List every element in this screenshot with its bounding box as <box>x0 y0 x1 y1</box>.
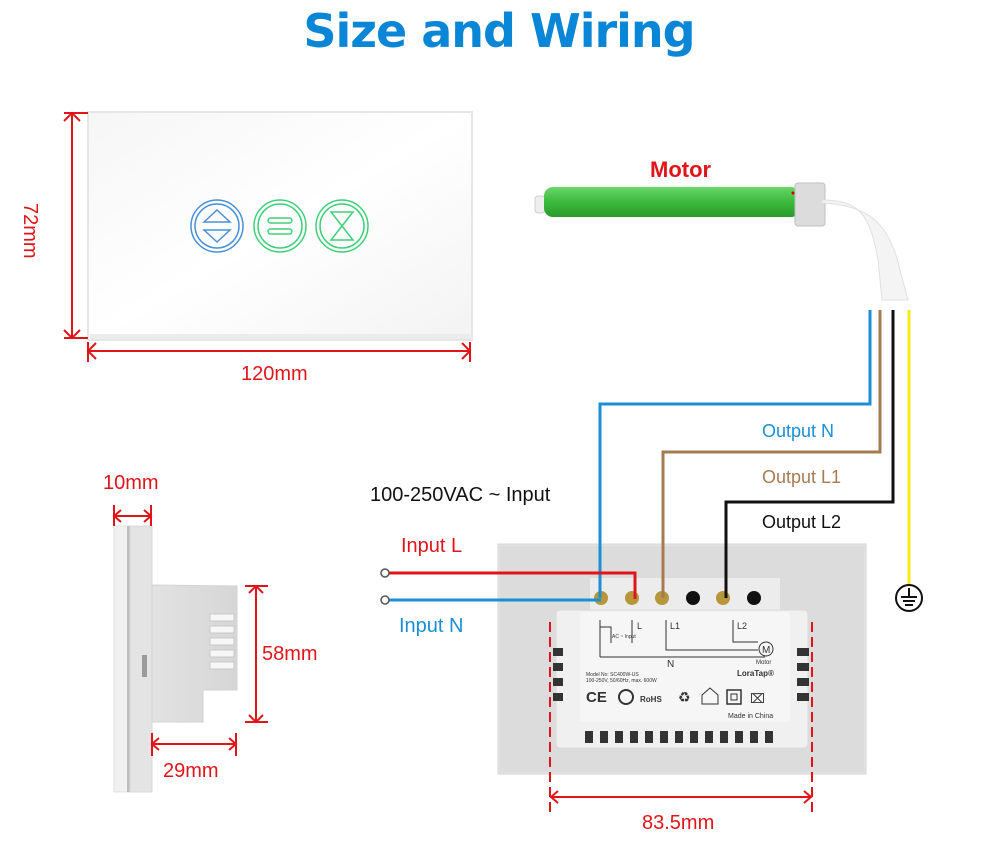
output-l2-label: Output L2 <box>762 512 842 532</box>
sticker-brand: LoraTap® <box>737 669 774 678</box>
pause-bars-icon <box>253 199 307 253</box>
wire-l1 <box>661 310 882 598</box>
indoor-use-icon <box>701 687 719 705</box>
bottom-vents <box>585 731 773 743</box>
sticker-terminal-l2: L2 <box>737 621 747 631</box>
panel-depth-label: 10mm <box>103 472 159 494</box>
sticker-specs: 100-250V, 50/60Hz, max. 600W <box>586 678 657 684</box>
page-title: Size and Wiring <box>303 4 695 58</box>
sticker-model: Model No: SC400W-US <box>586 672 639 678</box>
front-panel <box>87 111 473 341</box>
hourglass-stop-icon <box>315 199 369 253</box>
sticker-motor-symbol: M <box>762 645 770 656</box>
sticker-ac-input: AC ~ Input <box>612 634 636 640</box>
sticker-terminal-l: L <box>637 621 642 631</box>
width-dimension <box>86 342 472 362</box>
input-l-terminal <box>380 568 390 578</box>
wire-neutral <box>388 310 872 602</box>
body-height-label: 58mm <box>262 643 318 665</box>
panel-depth-dimension <box>112 505 153 526</box>
output-n-label: Output N <box>762 421 835 441</box>
input-l-label: Input L <box>401 535 463 557</box>
input-n-terminal <box>380 595 390 605</box>
tubular-motor <box>534 182 909 301</box>
input-n-label: Input N <box>399 615 464 637</box>
wire-live <box>388 571 637 599</box>
side-view <box>113 525 238 793</box>
up-down-arrows-icon <box>190 199 244 253</box>
sticker-terminal-l1: L1 <box>670 621 680 631</box>
body-depth-label: 29mm <box>163 760 219 782</box>
sticker-neutral: N <box>667 659 674 670</box>
output-l1-label: Output L1 <box>762 467 842 487</box>
height-label: 72mm <box>19 203 41 259</box>
height-dimension <box>63 111 88 340</box>
body-height-dimension <box>245 584 268 724</box>
recycle-icon: ♻ <box>678 689 691 705</box>
width-label: 120mm <box>241 363 308 385</box>
green-dot-icon <box>618 689 634 705</box>
body-depth-dimension <box>150 733 238 756</box>
motor-label: Motor <box>650 157 712 182</box>
weee-bin-icon: ⌧ <box>750 691 765 706</box>
sticker-motor-caption: Motor <box>756 660 771 666</box>
ce-mark-icon: CE <box>586 689 607 706</box>
double-insulation-icon <box>726 689 742 705</box>
sticker-origin: Made in China <box>728 713 773 720</box>
back-width-label: 83.5mm <box>642 812 715 834</box>
rohs-icon: RoHS <box>640 695 662 704</box>
supply-label: 100-250VAC ~ Input <box>370 484 551 506</box>
back-width-dimension <box>549 622 813 812</box>
back-view: M L L1 L2 N AC ~ Input Motor Model No: S… <box>497 543 867 775</box>
ground-icon <box>895 584 923 612</box>
wire-l2 <box>724 310 895 598</box>
